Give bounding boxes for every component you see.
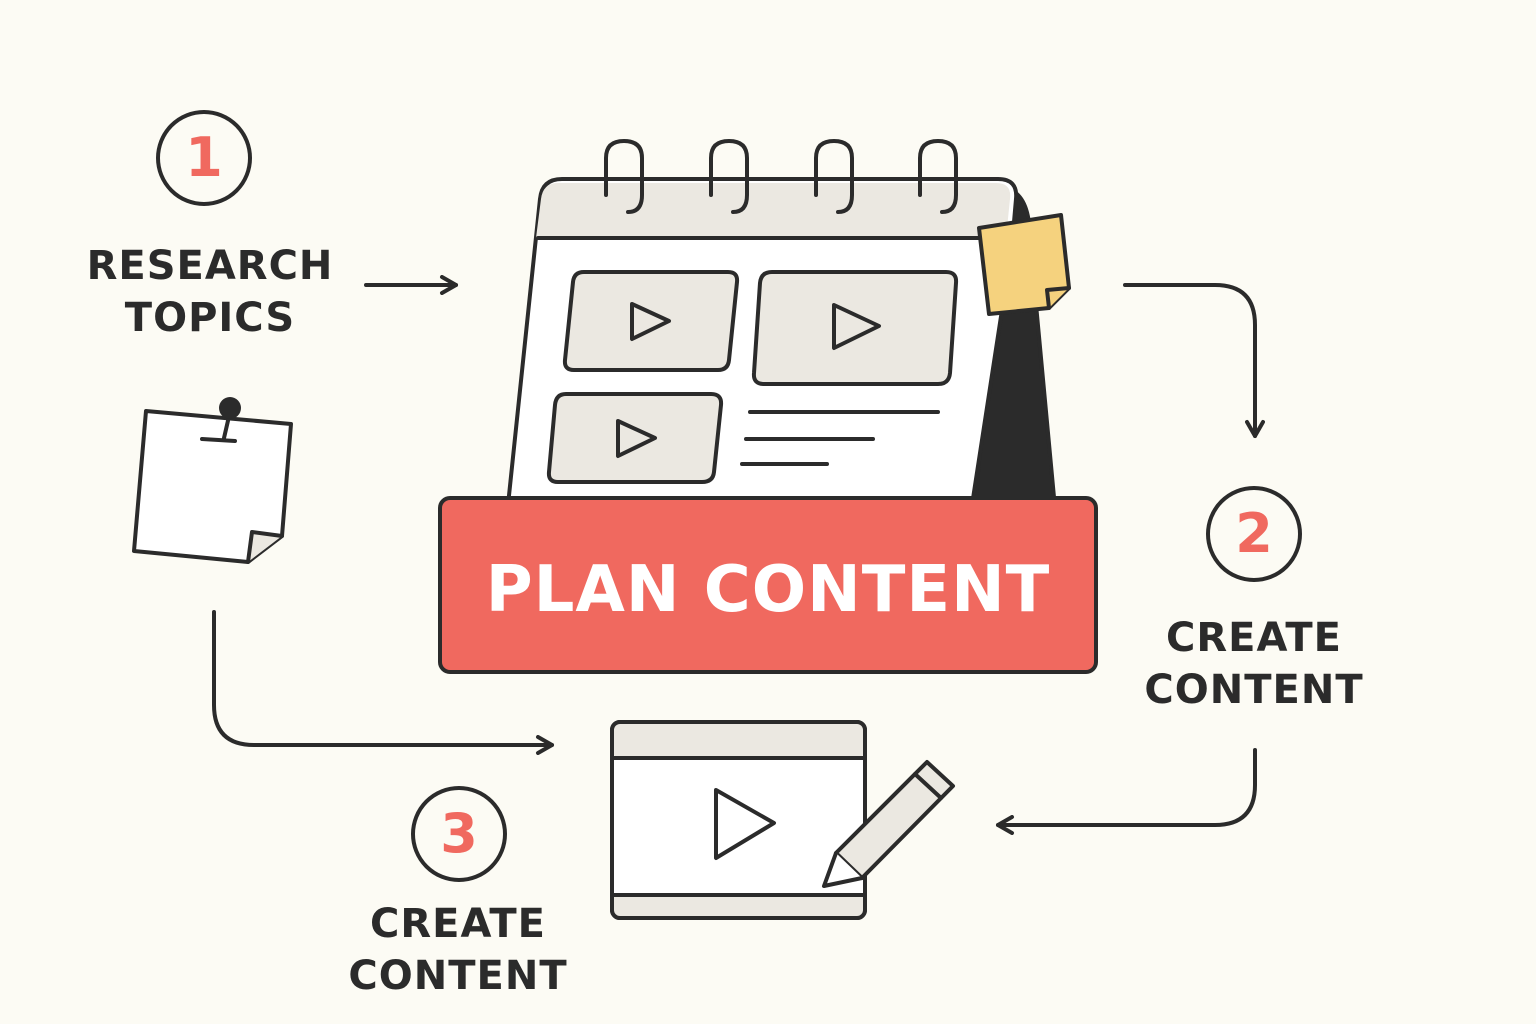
step-2-number: 2 <box>1206 486 1302 582</box>
step-2-label: CREATE CONTENT <box>1104 612 1404 716</box>
step-1-label: RESEARCH TOPICS <box>60 240 360 344</box>
plan-content-label: PLAN CONTENT <box>485 553 1051 627</box>
pinned-note-icon <box>132 397 293 564</box>
step-2-label-line1: CREATE <box>1166 615 1342 661</box>
step-3-label-line1: CREATE <box>370 901 546 947</box>
step-1-number: 1 <box>156 110 252 206</box>
video-edit-icon <box>610 720 867 920</box>
calendar-icon <box>506 139 1071 510</box>
step-3-label: CREATE CONTENT <box>308 898 608 1002</box>
step-3-label-line2: CONTENT <box>348 953 568 999</box>
step-1-label-line2: TOPICS <box>124 295 296 341</box>
arrow-create-to-video <box>996 748 1257 835</box>
step-1-label-line1: RESEARCH <box>86 243 334 289</box>
step-2-label-line2: CONTENT <box>1144 667 1364 713</box>
arrow-plan-to-create <box>1123 283 1265 438</box>
pencil-icon <box>822 760 955 888</box>
plan-content-bar <box>438 496 1098 674</box>
arrow-research-to-video <box>212 610 554 755</box>
step-3-number: 3 <box>411 786 507 882</box>
